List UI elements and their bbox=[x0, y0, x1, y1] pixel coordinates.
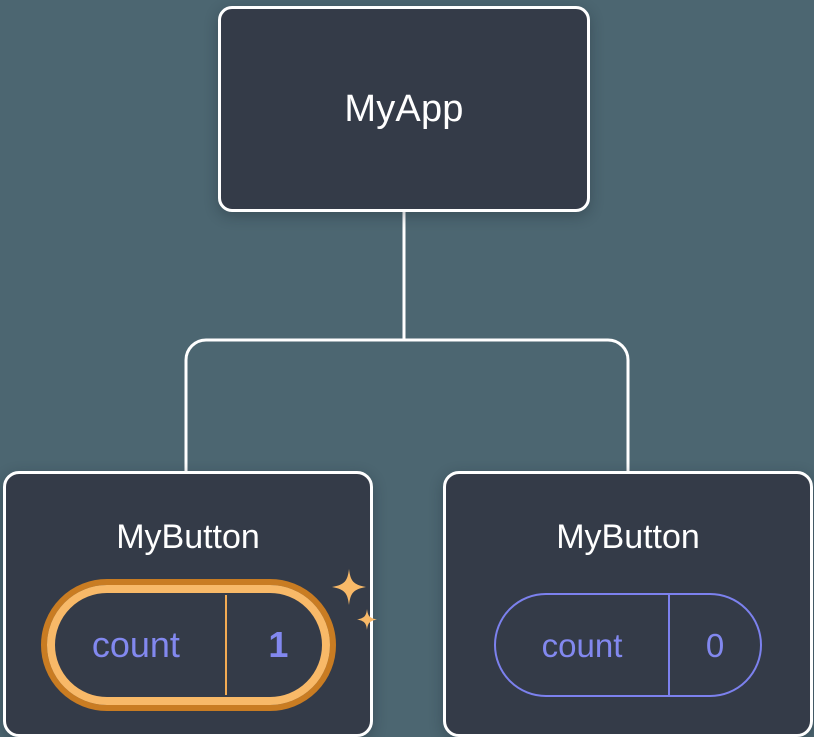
state-key-child-1: count bbox=[541, 626, 623, 664]
node-title-child-1: MyButton bbox=[556, 518, 700, 556]
state-pill-divider-child-0 bbox=[225, 595, 228, 695]
state-pill-child-1[interactable]: count 0 bbox=[494, 593, 762, 697]
state-value-child-0: 1 bbox=[268, 624, 289, 665]
connector-branch-right bbox=[404, 338, 630, 474]
node-title-child-0: MyButton bbox=[116, 518, 260, 556]
node-card-child-0[interactable]: MyButton count 1 bbox=[3, 471, 377, 737]
state-pill-wrap-child-0: count 1 bbox=[40, 569, 377, 711]
connector-branch-left bbox=[184, 338, 404, 474]
node-body-child-1: MyButton count 0 bbox=[446, 474, 810, 734]
state-key-child-0: count bbox=[91, 624, 180, 665]
state-pill-child-0[interactable]: count 1 bbox=[40, 579, 336, 711]
node-body-child-0: MyButton count 1 bbox=[6, 474, 377, 734]
node-card-root[interactable]: MyApp bbox=[218, 6, 590, 212]
node-title-root: MyApp bbox=[344, 88, 464, 130]
state-value-child-1: 0 bbox=[705, 626, 725, 664]
state-pill-wrap-child-1: count 0 bbox=[494, 593, 762, 697]
state-pill-divider-child-1 bbox=[668, 595, 671, 695]
node-card-child-1[interactable]: MyButton count 0 bbox=[443, 471, 813, 737]
